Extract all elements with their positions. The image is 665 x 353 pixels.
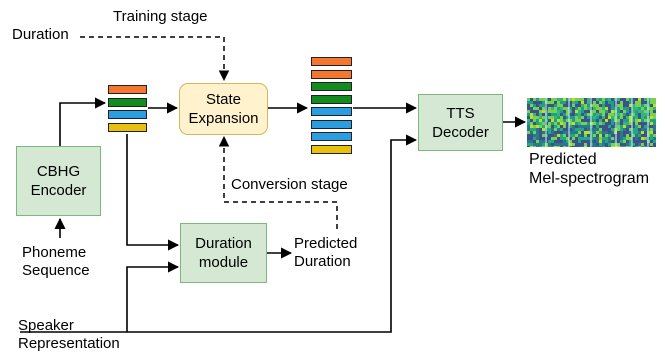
duration-module-box: Duration module (180, 223, 267, 283)
feature-bar-orange (311, 57, 352, 66)
cbhg-encoder-line2: Encoder (30, 182, 87, 199)
state-expansion-line1: State (205, 91, 242, 108)
feature-bar-blue (311, 107, 352, 116)
feature-bar-orange (311, 69, 352, 79)
state-expansion-box: State Expansion (179, 83, 268, 135)
cbhg-encoder-line1: CBHG (36, 163, 81, 180)
predicted-duration-line2: Duration (294, 253, 351, 270)
speaker-label-line2: Representation (18, 335, 120, 352)
tts-decoder-box: TTS Decoder (418, 94, 503, 151)
feature-bar-yellow (311, 144, 352, 154)
predicted-duration-line1: Predicted (294, 235, 358, 252)
duration-label: Duration (12, 26, 69, 43)
cbhg-encoder-box: CBHG Encoder (16, 146, 101, 216)
arrow-encoder-to-bars (59, 97, 107, 146)
feature-bar-blue (311, 132, 352, 141)
arrow-speaker-to-decoder (20, 134, 418, 333)
speaker-representation-label: Speaker Representation (18, 317, 120, 353)
phoneme-label-line1: Phoneme (22, 244, 87, 261)
arrow-speaker-to-duration-module (126, 261, 180, 332)
arrow-bars-to-duration-module (126, 134, 180, 251)
feature-bar-blue (311, 119, 352, 129)
mel-spectrogram-image (527, 98, 656, 147)
feature-bar-orange (108, 85, 147, 94)
dashed-arrow-predicted-to-expansion (218, 135, 338, 229)
feature-bar-green (311, 82, 352, 91)
tts-decoder-line2: Decoder (432, 123, 489, 141)
feature-bar-green (108, 97, 147, 107)
training-stage-label: Training stage (113, 8, 208, 25)
speaker-label-line1: Speaker (18, 317, 74, 334)
duration-module-line1: Duration (195, 235, 252, 252)
tts-decoder-line1: TTS (446, 104, 475, 122)
predicted-duration-label: Predicted Duration (294, 235, 357, 271)
feature-bar-green (311, 94, 352, 104)
phoneme-label-line2: Sequence (22, 262, 90, 279)
feature-bar-yellow (108, 122, 147, 132)
state-expansion-line2: Expansion (188, 110, 259, 127)
phoneme-sequence-label: Phoneme Sequence (22, 244, 90, 280)
predicted-mel-label: Predicted Mel-spectrogram (529, 150, 649, 188)
feature-bar-blue (108, 110, 147, 119)
dashed-arrow-duration-to-expansion (80, 36, 230, 82)
predicted-mel-line1: Predicted (529, 151, 597, 168)
conversion-stage-label: Conversion stage (231, 176, 348, 193)
duration-module-line2: module (198, 254, 249, 271)
predicted-mel-line2: Mel-spectrogram (529, 170, 650, 187)
